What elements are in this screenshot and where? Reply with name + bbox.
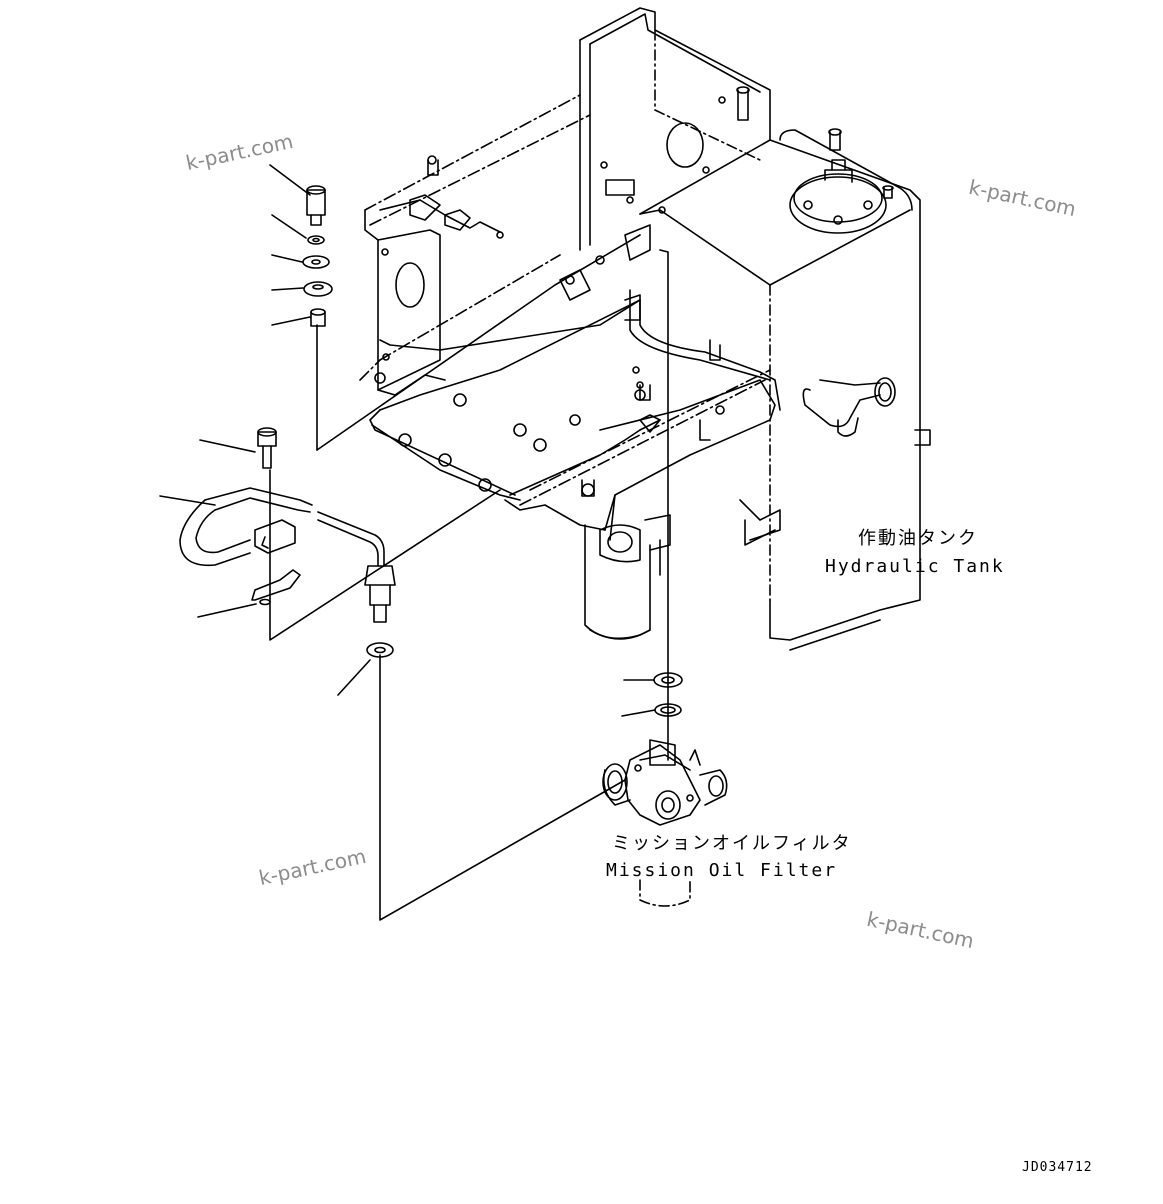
drawing-code: JD034712 xyxy=(1022,1160,1093,1175)
mission-filter-label-en: Mission Oil Filter xyxy=(606,860,838,881)
mounting-frame xyxy=(359,94,771,506)
filter-canister xyxy=(584,514,671,640)
frame-solid xyxy=(364,155,776,541)
hydraulic-tank xyxy=(579,7,931,651)
filter-washers xyxy=(621,672,683,717)
hydraulic-tank-label-en: Hydraulic Tank xyxy=(825,556,1005,577)
hydraulic-tank-label-jp: 作動油タンク xyxy=(858,528,978,549)
mission-oil-filter xyxy=(602,739,728,907)
mission-filter-label-jp: ミッションオイルフィルタ xyxy=(612,833,852,854)
bolt-stack xyxy=(269,164,333,327)
sensor-harness xyxy=(159,427,396,696)
leader-lines xyxy=(269,234,669,921)
